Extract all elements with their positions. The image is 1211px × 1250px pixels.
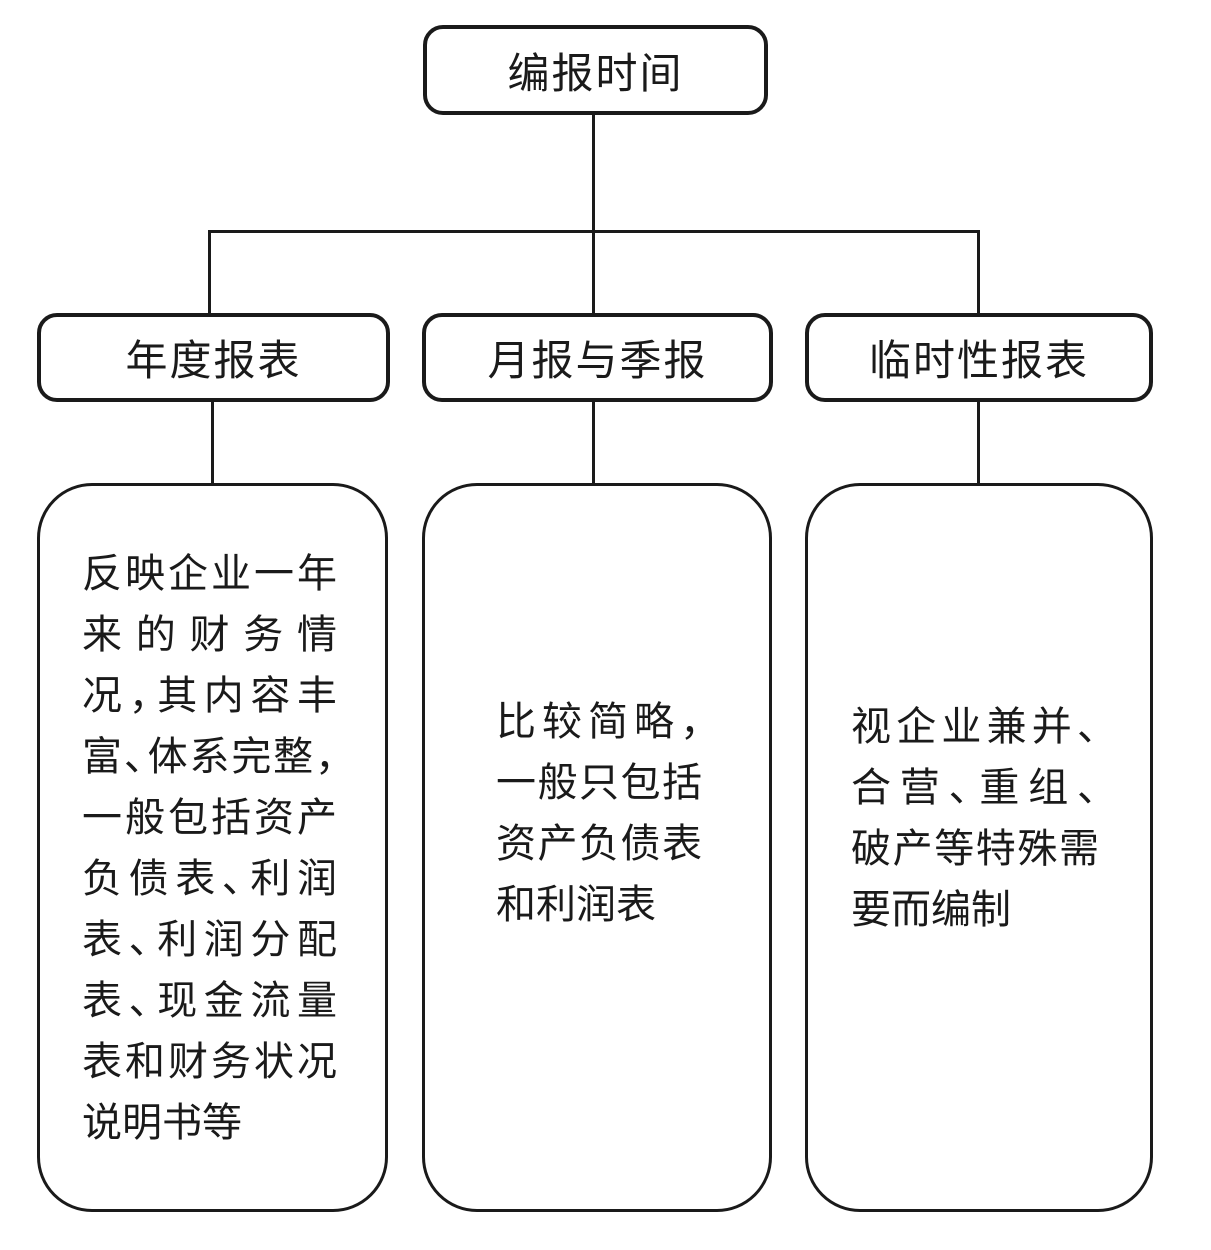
- description-box-monthly-quarterly: 比较简略， 一般只包括资产负债表和利润表: [422, 483, 772, 1212]
- description-line: 视企业兼并、: [851, 704, 1117, 750]
- description-line: 表、利润分配: [82, 917, 337, 963]
- description-line: 反映企业一年: [82, 551, 337, 597]
- connector-left-vertical: [208, 230, 211, 313]
- description-box-annual: 反映企业一年来的财务情况，其内容丰富、体系完整， 一般包括资产负债表、利润表、利润…: [37, 483, 388, 1212]
- description-line: 一般只包括: [496, 760, 702, 806]
- branch-node-label: 临时性报表: [868, 336, 1089, 385]
- connector-horizontal-bar: [208, 230, 980, 233]
- connector-right-vertical: [977, 230, 980, 313]
- connector-annual-drop: [211, 402, 214, 483]
- branch-node-label: 月报与季报: [487, 336, 708, 385]
- description-line: 来的财务情: [82, 612, 337, 658]
- description-line: 合营、重组、: [851, 765, 1117, 811]
- connector-monthly-drop: [592, 402, 595, 483]
- description-line: 资产负债表: [496, 821, 702, 867]
- description-line: 破产等特殊需: [851, 826, 1099, 872]
- description-line: 说明书等: [82, 1100, 242, 1146]
- description-line: 比较简略，: [496, 699, 720, 745]
- description-text: 比较简略， 一般只包括资产负债表和利润表: [496, 692, 720, 936]
- connector-root-vertical: [592, 115, 595, 313]
- description-line: 要而编制: [851, 887, 1011, 933]
- root-node: 编报时间: [423, 25, 768, 115]
- root-node-label: 编报时间: [507, 48, 684, 98]
- description-box-temporary: 视企业兼并、合营、重组、破产等特殊需要而编制: [805, 483, 1153, 1212]
- description-line: 一般包括资产: [82, 795, 337, 841]
- description-line: 况，其内容丰: [82, 673, 337, 719]
- description-text: 视企业兼并、合营、重组、破产等特殊需要而编制: [851, 697, 1117, 941]
- description-line: 表、现金流量: [82, 978, 337, 1024]
- description-line: 和利润表: [496, 882, 656, 928]
- branch-node-annual-reports: 年度报表: [37, 313, 390, 402]
- description-line: 富、体系完整，: [82, 734, 355, 780]
- description-line: 负债表、利润: [82, 856, 337, 902]
- connector-temporary-drop: [977, 402, 980, 483]
- branch-node-label: 年度报表: [125, 336, 302, 385]
- branch-node-monthly-quarterly-reports: 月报与季报: [422, 313, 773, 402]
- branch-node-temporary-reports: 临时性报表: [805, 313, 1153, 402]
- description-text: 反映企业一年来的财务情况，其内容丰富、体系完整， 一般包括资产负债表、利润表、利润…: [82, 544, 355, 1154]
- description-line: 表和财务状况: [82, 1039, 337, 1085]
